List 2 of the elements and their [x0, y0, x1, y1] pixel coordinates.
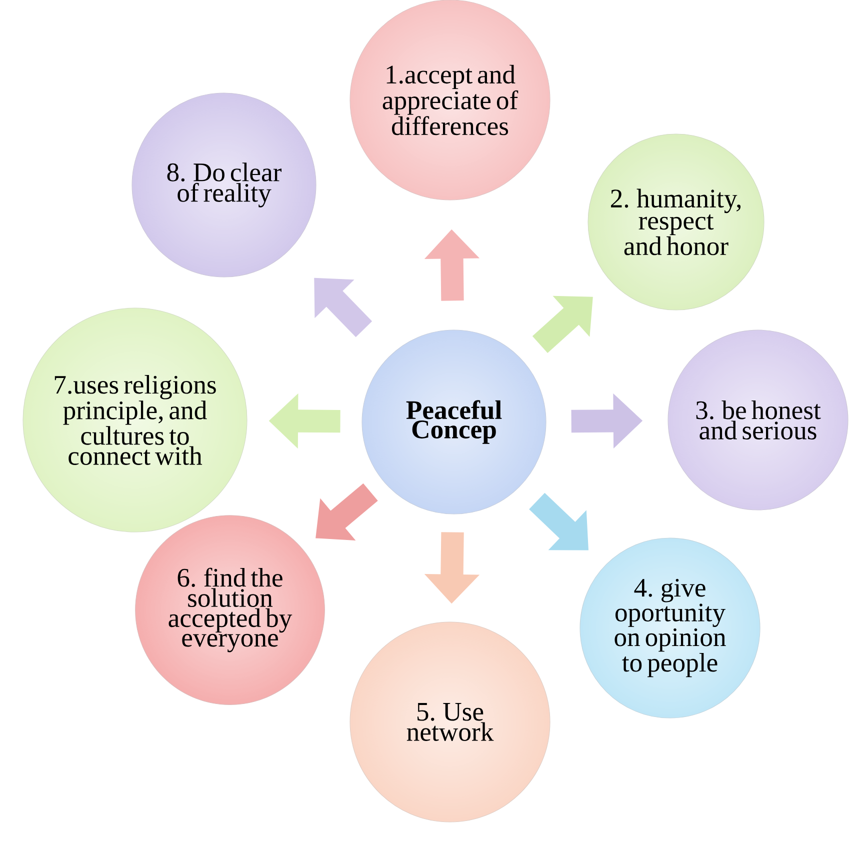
- block-arrow: [532, 296, 593, 353]
- block-arrow: [529, 492, 588, 550]
